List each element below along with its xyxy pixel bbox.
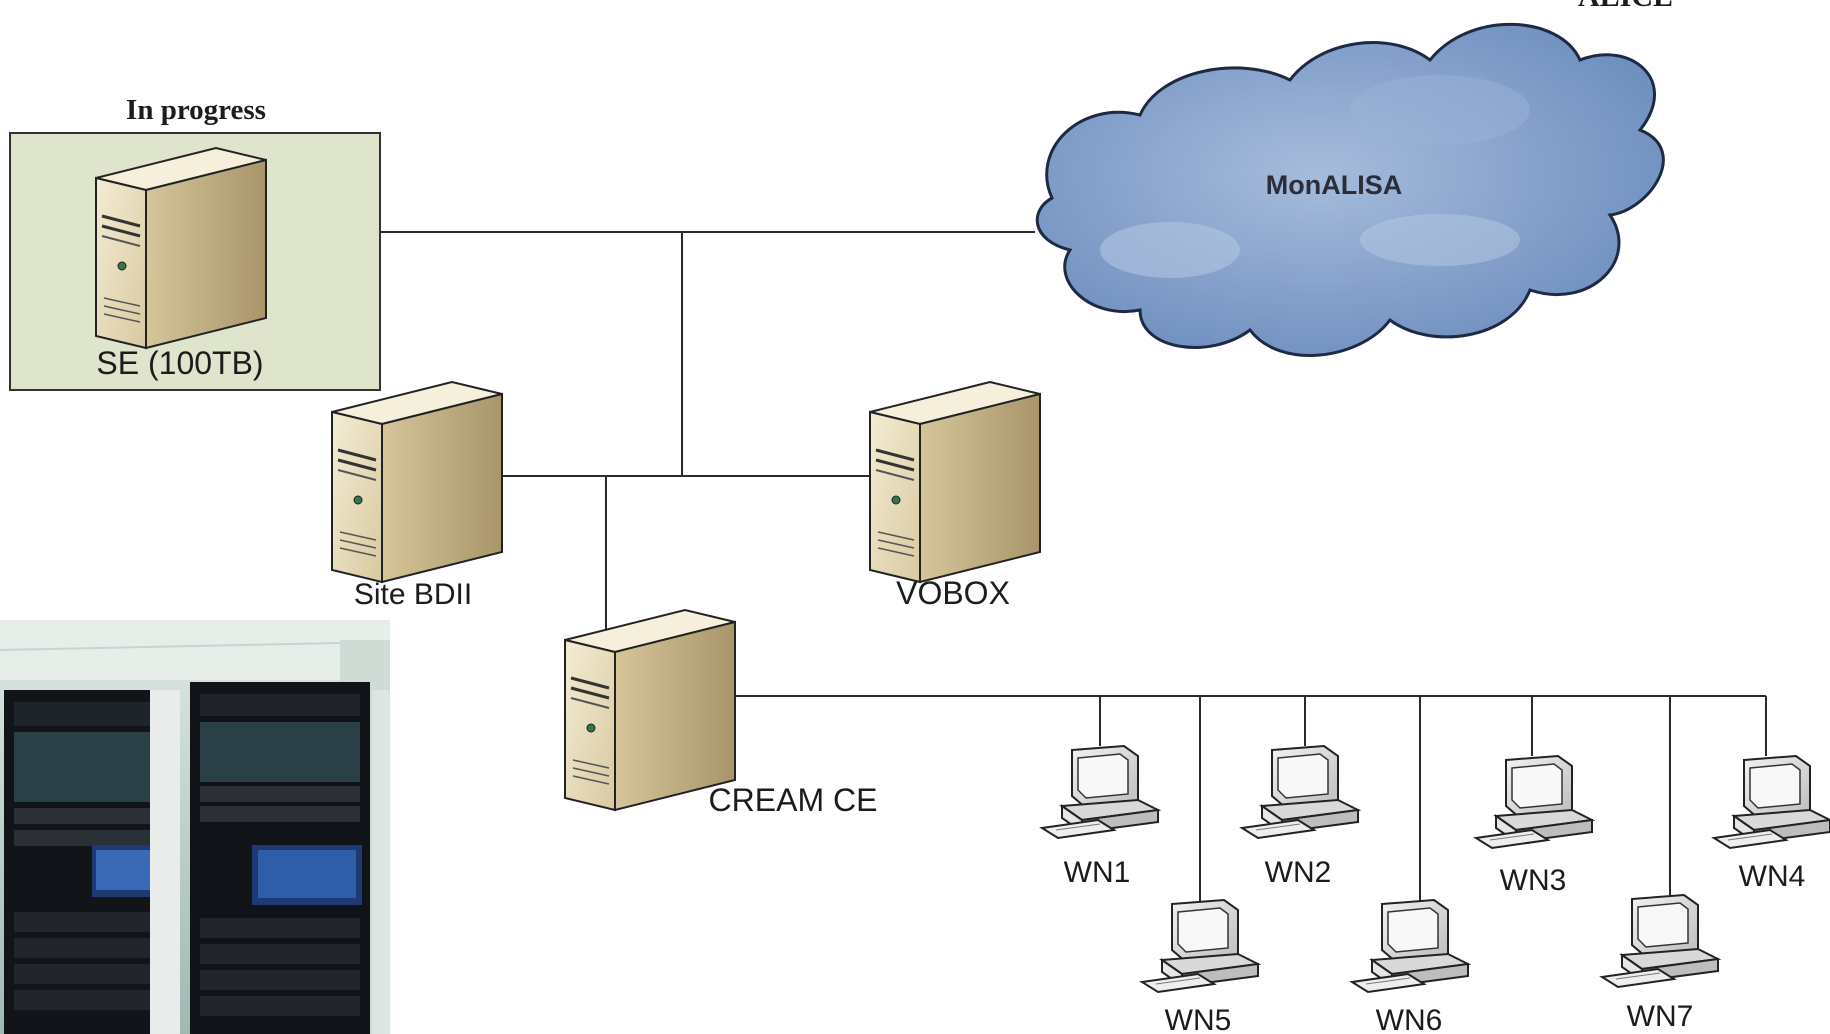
workstation-icon (1141, 899, 1259, 993)
worker-node-wn5: WN5 (1141, 899, 1259, 1034)
storage-server-label: SE (100TB) (96, 345, 263, 381)
workstation-icon (1351, 899, 1469, 993)
network-links (265, 231, 1767, 904)
worker-node-label: WN3 (1500, 864, 1567, 897)
storage-status-label: In progress (126, 94, 266, 126)
worker-node-label: WN4 (1739, 860, 1806, 893)
workstation-icon (1601, 894, 1719, 988)
vobox-server: VOBOX (868, 380, 1042, 611)
monalisa-cloud: MonALISA (1035, 22, 1665, 357)
worker-node-label: WN2 (1265, 856, 1332, 889)
worker-node-label: WN7 (1627, 1000, 1694, 1033)
worker-node-wn2: WN2 (1241, 745, 1359, 889)
cream-ce-server-icon (563, 608, 737, 812)
storage-element-box: In progress SE (100TB) (9, 94, 381, 391)
storage-server-icon (94, 146, 268, 350)
worker-node-wn6: WN6 (1351, 899, 1469, 1034)
worker-node-label: WN1 (1064, 856, 1131, 889)
workstation-icon (1475, 755, 1593, 849)
cloud-label: MonALISA (1266, 170, 1402, 200)
worker-node-label: WN5 (1165, 1004, 1232, 1034)
site-bdii-server: Site BDII (330, 380, 504, 611)
worker-node-label: WN6 (1376, 1004, 1443, 1034)
worker-node-wn1: WN1 (1041, 745, 1159, 889)
worker-node-wn7: WN7 (1601, 894, 1719, 1033)
workstation-icon (1041, 745, 1159, 839)
corner-text: ALICE (1578, 0, 1673, 13)
vobox-label: VOBOX (896, 575, 1010, 611)
server-racks-photo (0, 620, 391, 1034)
workstation-icon (1713, 755, 1830, 849)
worker-node-wn3: WN3 (1475, 755, 1593, 897)
cream-ce-label: CREAM CE (709, 782, 878, 818)
worker-node-wn4: WN4 (1713, 755, 1830, 893)
site-bdii-label: Site BDII (354, 578, 472, 611)
site-bdii-server-icon (330, 380, 504, 584)
cream-ce-server: CREAM CE (563, 608, 878, 818)
workstation-icon (1241, 745, 1359, 839)
vobox-server-icon (868, 380, 1042, 584)
